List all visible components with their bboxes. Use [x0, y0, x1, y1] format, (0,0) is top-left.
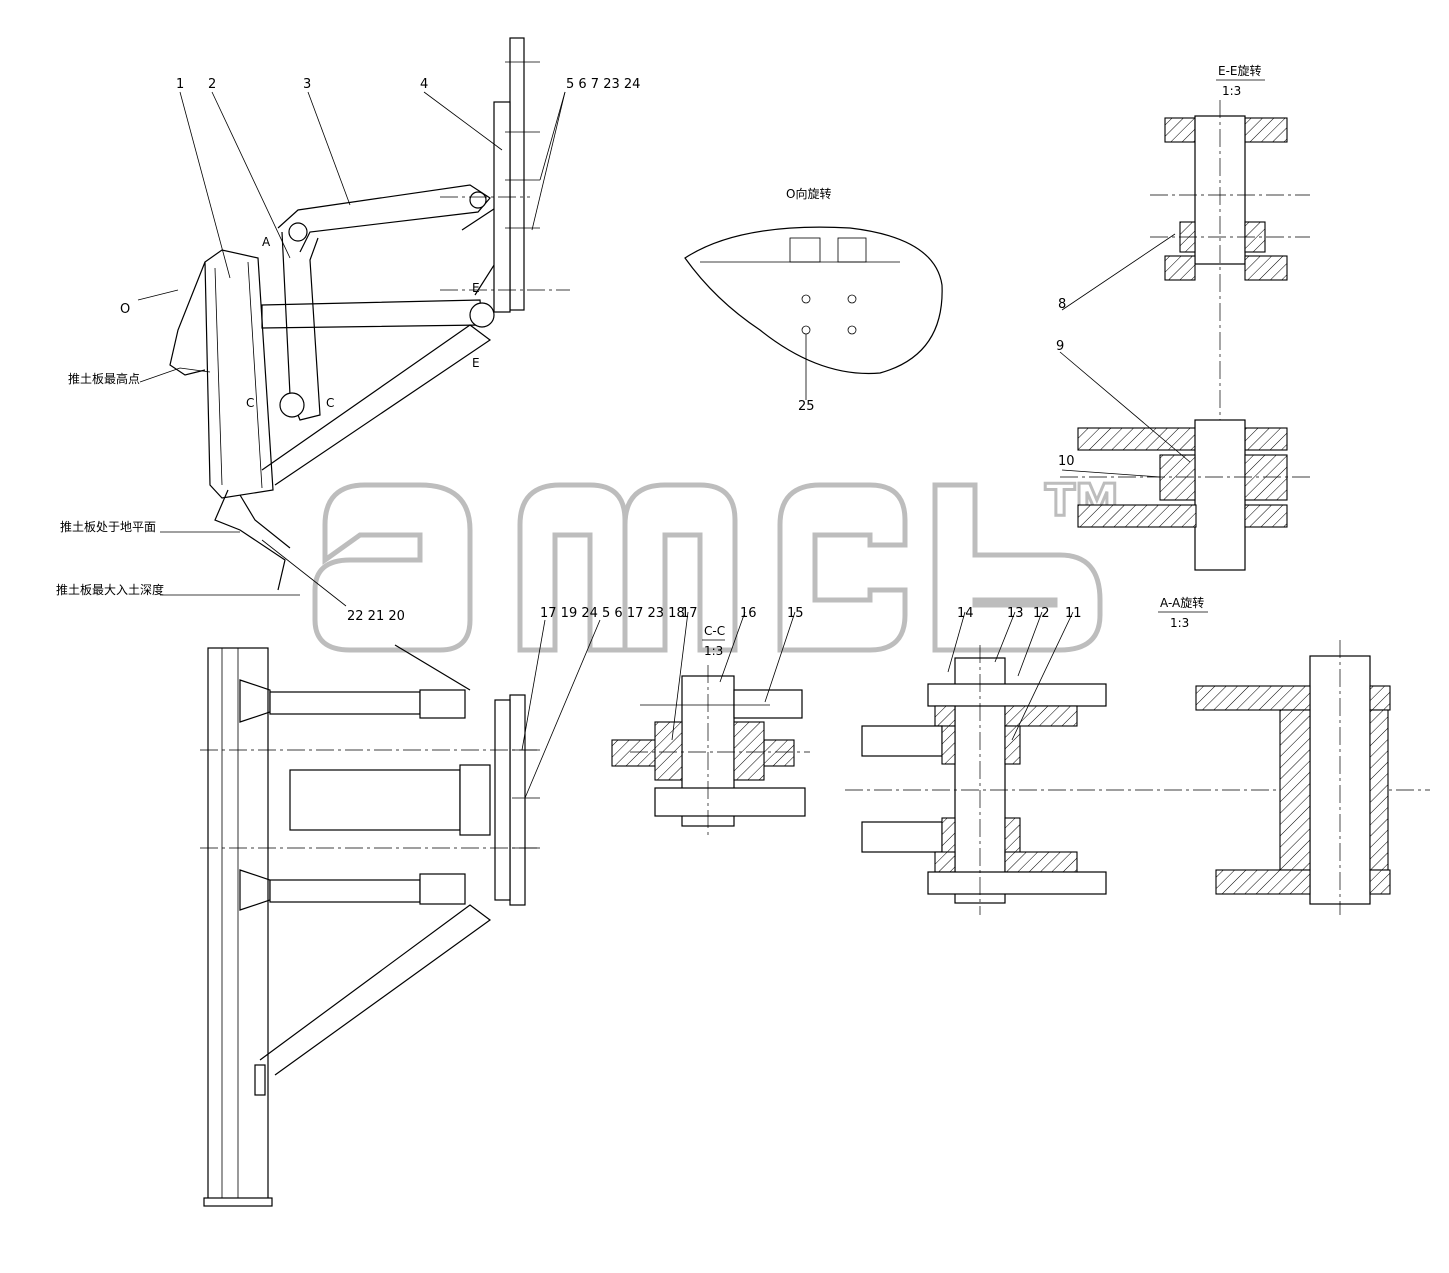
callout-13: 13	[1007, 606, 1024, 621]
view-o-mark: O	[120, 302, 130, 317]
callout-group-low: 22 21 20	[347, 609, 405, 624]
callout-25: 25	[798, 399, 815, 414]
c-c-view: C-C 1:3 17 16 15	[611, 606, 810, 835]
callout-group-top: 5 6 7 23 24	[566, 77, 640, 92]
callout-group-bottom: 17 19 24 5 6 17 23 18	[540, 606, 685, 621]
callout-11: 11	[1065, 606, 1082, 621]
a-a-view: A-A旋转 1:3	[1158, 595, 1391, 915]
callout-cc-16: 16	[740, 606, 757, 621]
label-max-depth: 推土板最大入土深度	[56, 582, 164, 597]
label-ground-level: 推土板处于地平面	[60, 520, 156, 534]
callout-2: 2	[208, 77, 216, 92]
e-e-view: E-E旋转 1:3 8 9 10	[1056, 63, 1310, 571]
callout-cc-15: 15	[787, 606, 804, 621]
c-c-title: C-C	[704, 624, 725, 638]
label-highest-point: 推土板最高点	[68, 371, 140, 386]
callout-14: 14	[957, 606, 974, 621]
callout-1: 1	[176, 77, 184, 92]
callout-3: 3	[303, 77, 311, 92]
side-view: A E E C C O 推土板最高点 推土板处于地平面 推土板最大入土深度 1 …	[56, 37, 640, 624]
e-e-scale: 1:3	[1222, 84, 1241, 98]
center-section-view: 14 13 12 11	[845, 606, 1430, 915]
callout-12: 12	[1033, 606, 1050, 621]
c-c-scale: 1:3	[704, 644, 723, 658]
callout-cc-17: 17	[681, 606, 698, 621]
callout-8: 8	[1058, 297, 1066, 312]
section-e-bottom-mark: E	[472, 356, 480, 370]
section-c-left-mark: C	[246, 396, 254, 410]
o-view: O向旋转 25	[684, 186, 943, 414]
callout-4: 4	[420, 77, 428, 92]
o-view-title: O向旋转	[786, 186, 831, 201]
front-view: 17 19 24 5 6 17 23 18	[200, 606, 685, 1207]
e-e-title: E-E旋转	[1218, 63, 1262, 78]
a-a-scale: 1:3	[1170, 616, 1189, 630]
a-a-title: A-A旋转	[1160, 595, 1204, 610]
section-e-top-mark: E	[472, 281, 480, 295]
callout-9: 9	[1056, 339, 1064, 354]
section-a-mark: A	[262, 235, 271, 249]
callout-10: 10	[1058, 454, 1075, 469]
section-c-right-mark: C	[326, 396, 334, 410]
